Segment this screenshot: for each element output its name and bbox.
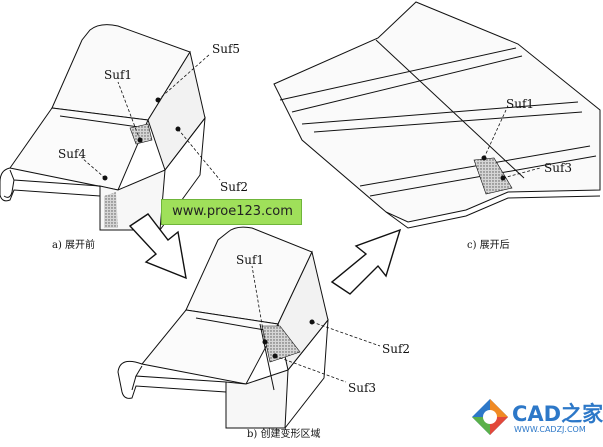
arrow-down-right-icon [128, 213, 187, 280]
label-c-suf1: Suf1 [506, 97, 534, 111]
part-c-leaders [483, 109, 541, 179]
label-a-suf4: Suf4 [58, 147, 86, 161]
label-b-suf2: Suf2 [382, 342, 410, 356]
label-b-suf3: Suf3 [348, 381, 376, 395]
label-c-suf3: Suf3 [544, 161, 572, 175]
label-b-suf1: Suf1 [236, 253, 264, 267]
part-c-flat-sheet [273, 1, 601, 229]
label-a-suf2: Suf2 [220, 180, 248, 194]
part-b-bent-sheet [117, 226, 329, 429]
part-a-leaders [81, 53, 221, 181]
cad-logo-icon [472, 399, 508, 435]
caption-a: a) 展开前 [52, 238, 95, 251]
watermark-text: www.proe123.com [172, 204, 293, 219]
caption-b: b) 创建变形区域 [247, 427, 320, 440]
arrow-up-right-icon [330, 228, 402, 295]
part-b-leaders [251, 265, 381, 383]
label-a-suf5: Suf5 [212, 42, 240, 56]
watermark-banner: www.proe123.com [161, 199, 302, 225]
cad-logo-text: CAD之家 [512, 402, 603, 426]
cad-logo-url: WWW.CADZJ.COM [514, 425, 586, 434]
label-a-suf1: Suf1 [104, 68, 132, 82]
caption-c: c) 展开后 [467, 239, 510, 251]
cad-logo: CAD之家 WWW.CADZJ.COM [468, 395, 603, 443]
